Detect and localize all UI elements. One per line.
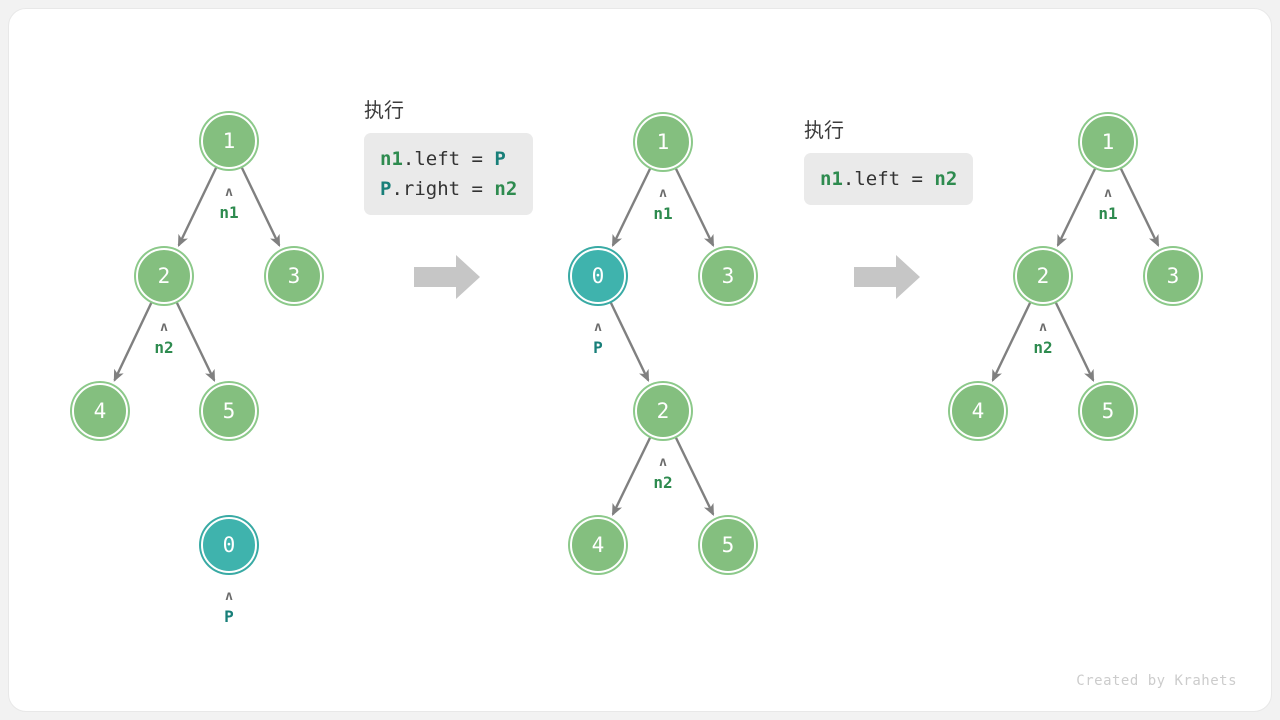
right-arrow-icon (414, 255, 480, 299)
pointer-name: P (593, 338, 603, 357)
tree-node-3: 3 (1145, 248, 1201, 304)
code-token-plain: .right = (391, 178, 495, 200)
pointer-name: n1 (1098, 204, 1118, 223)
tree-node-1: 1 (201, 113, 257, 169)
pointer-caret-icon: ʌ (160, 320, 168, 335)
tree-node-4: 4 (570, 517, 626, 573)
tree-node-0: 0 (570, 248, 626, 304)
pointer-label-n2: ʌ n2 (134, 320, 194, 358)
step-title: 执行 (804, 118, 844, 142)
code-token-ptr: P (380, 178, 392, 200)
flow-arrow-1 (414, 253, 482, 306)
tree-node-1: 1 (635, 114, 691, 170)
step-title: 执行 (364, 98, 404, 122)
pointer-caret-icon: ʌ (1039, 320, 1047, 335)
tree-node-1: 1 (1080, 114, 1136, 170)
flow-arrow-2 (854, 253, 922, 306)
code-token-var: n1 (380, 148, 403, 170)
pointer-caret-icon: ʌ (594, 320, 602, 335)
pointer-label-n2: ʌ n2 (633, 455, 693, 493)
code-line: n1.left = P (380, 144, 517, 174)
code-token-plain: .left = (842, 168, 935, 190)
tree-node-5: 5 (700, 517, 756, 573)
code-token-var: n1 (820, 168, 843, 190)
pointer-name: n1 (653, 204, 673, 223)
tree-node-2: 2 (136, 248, 192, 304)
step-code-block: n1.left = n2 (804, 153, 974, 205)
pointer-name: n2 (653, 473, 673, 492)
tree-node-5: 5 (201, 383, 257, 439)
pointer-caret-icon: ʌ (659, 186, 667, 201)
pointer-name: n2 (154, 338, 174, 357)
tree-node-3: 3 (700, 248, 756, 304)
pointer-label-n1: ʌ n1 (199, 185, 259, 223)
pointer-caret-icon: ʌ (225, 589, 233, 604)
code-token-ptr: P (494, 148, 506, 170)
pointer-name: P (224, 607, 234, 626)
step-2: 执行 n1.left = n2 (804, 117, 974, 205)
code-token-var: n2 (934, 168, 958, 190)
tree-node-4: 4 (950, 383, 1006, 439)
tree-node-4: 4 (72, 383, 128, 439)
pointer-name: n2 (1033, 338, 1053, 357)
pointer-caret-icon: ʌ (225, 185, 233, 200)
pointer-caret-icon: ʌ (1104, 186, 1112, 201)
pointer-caret-icon: ʌ (659, 455, 667, 470)
pointer-label-n1: ʌ n1 (1078, 186, 1138, 224)
code-line: P.right = n2 (380, 174, 517, 204)
code-token-var: n2 (494, 178, 518, 200)
pointer-label-n2: ʌ n2 (1013, 320, 1073, 358)
tree-node-5: 5 (1080, 383, 1136, 439)
tree-node-2: 2 (1015, 248, 1071, 304)
right-arrow-icon (854, 255, 920, 299)
credit-text: Created by Krahets (1076, 673, 1237, 689)
tree-node-3: 3 (266, 248, 322, 304)
pointer-name: n1 (219, 203, 239, 222)
pointer-label-n1: ʌ n1 (633, 186, 693, 224)
tree-node-0: 0 (201, 517, 257, 573)
code-token-plain: .left = (402, 148, 495, 170)
tree-node-2: 2 (635, 383, 691, 439)
code-line: n1.left = n2 (820, 164, 957, 194)
